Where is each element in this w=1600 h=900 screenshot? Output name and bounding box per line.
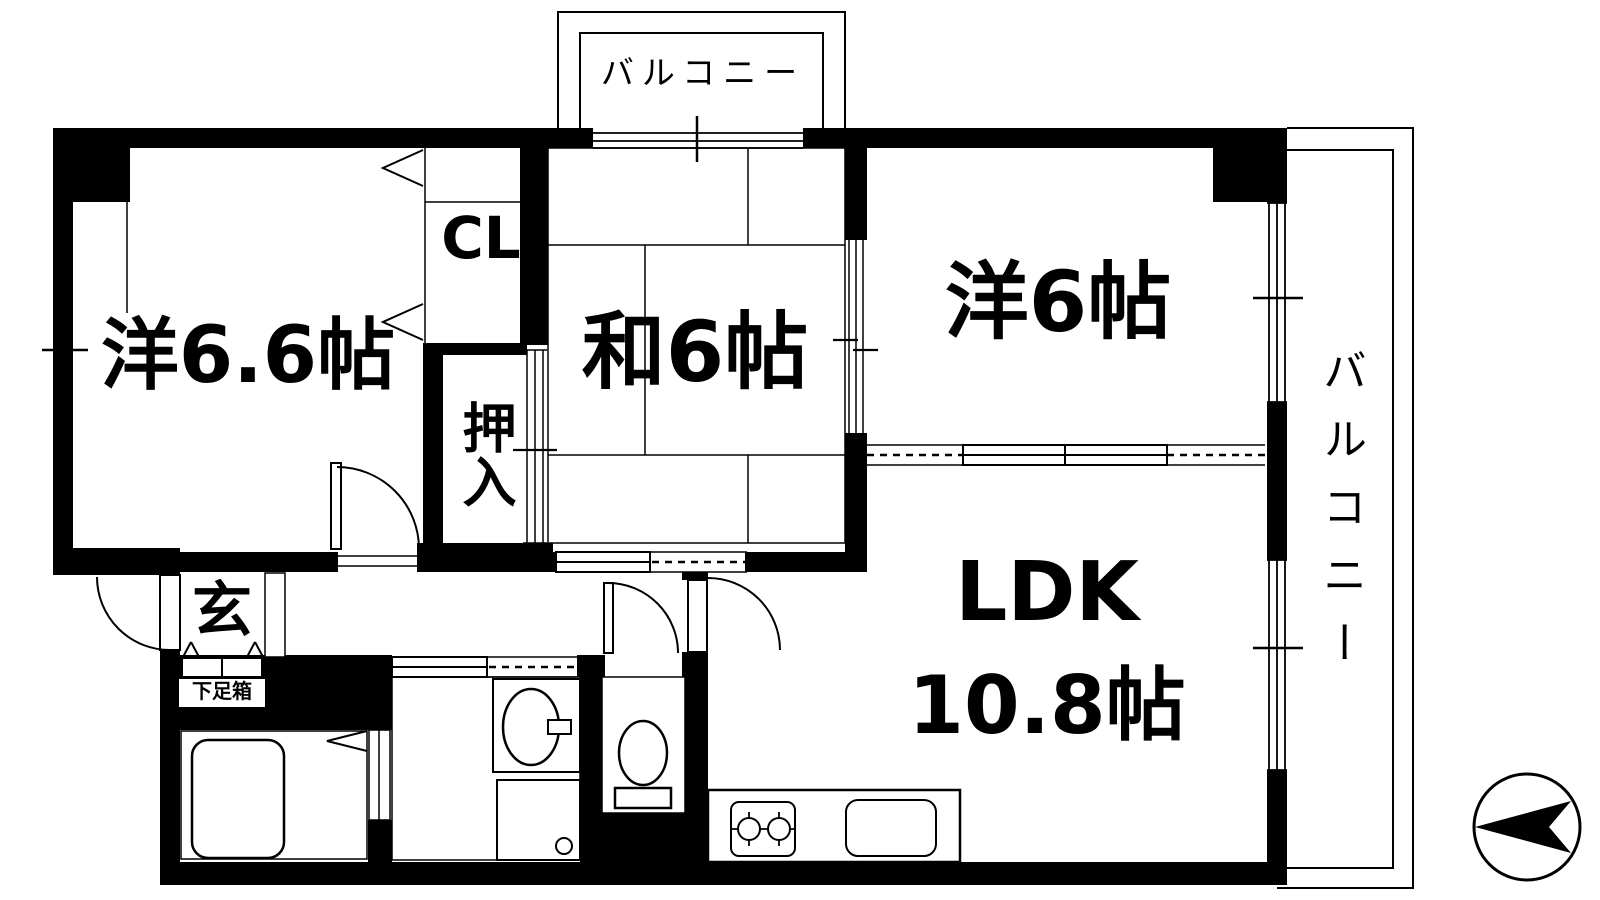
- wall-hall-top-a: [73, 552, 338, 572]
- wall-cl-oshiire-divider: [423, 343, 527, 355]
- washer-pan: [496, 779, 581, 861]
- wall-hall-top-c: [745, 552, 867, 572]
- bath-folding-door-icon: [326, 730, 368, 752]
- genkan-step-marks: [182, 641, 264, 658]
- bedroom-door-opening: [338, 550, 417, 574]
- room-label-genkan: 玄: [192, 576, 252, 646]
- bath-door-panels: [368, 729, 391, 821]
- washroom: [391, 676, 581, 861]
- bathtub: [190, 738, 286, 860]
- balcony-top-outline: [557, 11, 846, 128]
- wall-toilet-bottom: [580, 813, 708, 867]
- wall-east-b: [1267, 402, 1287, 560]
- washroom-sliding-door: [391, 656, 577, 678]
- label-balcony-right: バルコニー: [1315, 348, 1366, 688]
- washitsu-sliding-door: [555, 551, 747, 573]
- wall-top-west: [53, 128, 593, 148]
- wall-bottom: [160, 862, 1287, 885]
- balcony-right-outline: [1277, 127, 1414, 889]
- room-label-oshiire: 押入: [453, 400, 516, 508]
- wall-top-east: [803, 128, 1287, 148]
- room-label-ldk-size: 10.8帖: [908, 659, 1186, 752]
- wall-oshiire-west: [423, 350, 443, 543]
- window-east-bedroom: [1253, 202, 1303, 403]
- wall-toilet-east: [685, 677, 708, 813]
- toilet: [613, 719, 673, 810]
- room-label-closet-cl: CL: [441, 204, 521, 272]
- vanity-sink: [492, 678, 581, 773]
- wall-oshiire-bottom: [417, 543, 553, 567]
- room-label-western-66: 洋6.6帖: [100, 311, 396, 401]
- ldk-partition: [867, 444, 1265, 466]
- toilet-room: [601, 676, 686, 814]
- wall-hall-bottom-b: [577, 655, 605, 677]
- room-label-ldk: LDK: [955, 545, 1139, 640]
- oshiire-fusuma: [513, 349, 557, 544]
- stove: [730, 801, 796, 857]
- label-shoe-box: 下足箱: [192, 679, 252, 703]
- wall-washitsu-east-upper: [845, 130, 867, 240]
- kitchen-sink: [845, 799, 937, 857]
- wall-east-a: [1267, 148, 1287, 203]
- window-balcony-top: [592, 116, 803, 162]
- wall-bath-divider-upper: [365, 677, 392, 730]
- wall-east-c: [1267, 770, 1287, 868]
- entrance-door: [96, 574, 181, 651]
- window-west: [42, 244, 88, 458]
- room-label-japanese-6: 和6帖: [581, 303, 809, 401]
- wall-cl-east: [520, 130, 548, 345]
- wall-stub-ldk-door-top: [682, 572, 708, 580]
- kitchen-counter: [706, 788, 962, 864]
- bathroom: [180, 729, 391, 860]
- closet-cl-lines: [126, 148, 520, 343]
- closet-folding-door-icon: [380, 149, 424, 341]
- ldk-door: [687, 577, 781, 653]
- toilet-door: [603, 582, 679, 654]
- genkan-side-wall: [264, 572, 286, 658]
- washitsu-east-fusuma: [833, 240, 878, 433]
- bedroom-door: [330, 462, 420, 550]
- compass-icon: [1472, 772, 1582, 882]
- label-balcony-top: バルコニー: [600, 53, 806, 92]
- room-label-western-6: 洋6帖: [944, 253, 1172, 351]
- wall-washitsu-east-lower: [845, 433, 867, 572]
- tatami-grid: [547, 147, 846, 544]
- wall-bath-divider-lower: [368, 820, 392, 862]
- wall-stub-ldk-door-bottom: [682, 652, 708, 677]
- window-east-ldk: [1253, 559, 1303, 771]
- shoe-cabinet: [177, 657, 267, 709]
